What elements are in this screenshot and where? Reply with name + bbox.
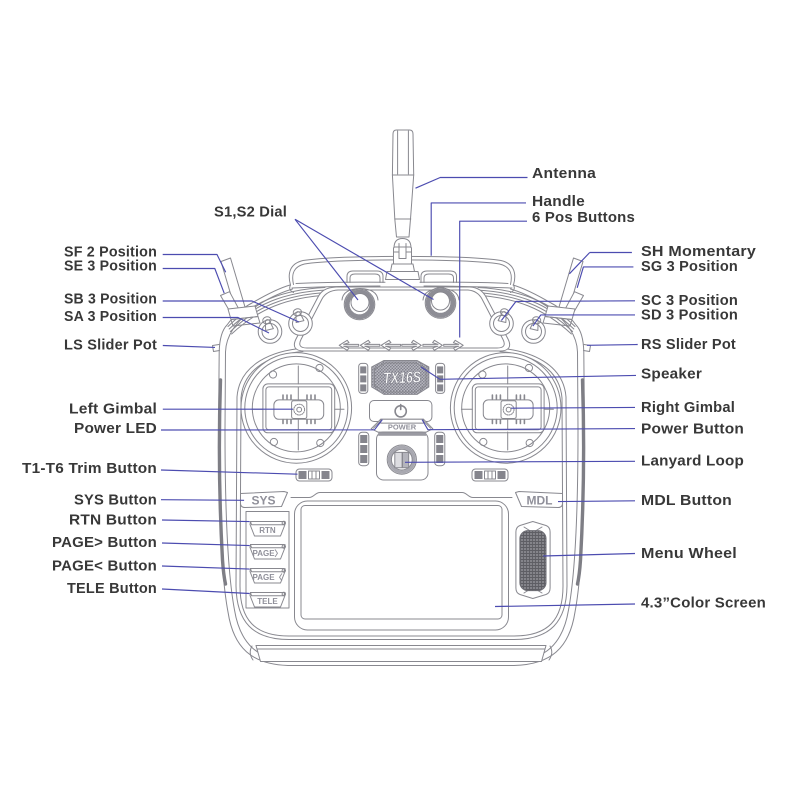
svg-text:Speaker: Speaker <box>641 367 702 383</box>
svg-text:Menu Wheel: Menu Wheel <box>641 546 737 562</box>
svg-text:LS Slider Pot: LS Slider Pot <box>64 338 157 354</box>
svg-text:MDL Button: MDL Button <box>641 493 732 509</box>
svg-text:SB 3 Position: SB 3 Position <box>64 292 157 308</box>
svg-text:POWER: POWER <box>388 423 417 432</box>
svg-text:RTN Button: RTN Button <box>69 513 157 529</box>
svg-text:PAGE〈: PAGE〈 <box>252 572 282 582</box>
svg-text:SYS Button: SYS Button <box>74 493 157 509</box>
svg-text:RTN: RTN <box>259 526 276 535</box>
svg-text:4.3”Color Screen: 4.3”Color Screen <box>641 596 766 612</box>
svg-text:SYS: SYS <box>251 494 275 508</box>
svg-text:Lanyard Loop: Lanyard Loop <box>641 454 744 470</box>
svg-text:Left Gimbal: Left Gimbal <box>69 402 157 418</box>
svg-text:SA 3 Position: SA 3 Position <box>64 309 157 325</box>
svg-text:Right Gimbal: Right Gimbal <box>641 400 735 416</box>
svg-text:TX16S: TX16S <box>383 369 422 387</box>
svg-text:Handle: Handle <box>532 194 585 210</box>
svg-text:SG 3 Position: SG 3 Position <box>641 259 738 275</box>
svg-text:6 Pos Buttons: 6 Pos Buttons <box>532 210 635 226</box>
svg-text:T1-T6 Trim Button: T1-T6 Trim Button <box>22 461 157 477</box>
svg-text:Power Button: Power Button <box>641 422 744 438</box>
svg-text:PAGE〉: PAGE〉 <box>252 548 282 558</box>
svg-text:S1,S2 Dial: S1,S2 Dial <box>214 205 287 221</box>
svg-text:TELE Button: TELE Button <box>67 581 157 597</box>
svg-text:MDL: MDL <box>527 494 553 508</box>
svg-text:TELE: TELE <box>257 597 278 606</box>
svg-text:SE 3 Position: SE 3 Position <box>64 259 157 275</box>
svg-text:SH Momentary: SH Momentary <box>641 244 756 260</box>
svg-text:SF 2 Position: SF 2 Position <box>64 245 157 261</box>
svg-text:Power LED: Power LED <box>74 421 157 437</box>
svg-text:PAGE< Button: PAGE< Button <box>52 559 157 575</box>
svg-text:SC 3 Position: SC 3 Position <box>641 293 738 309</box>
svg-text:PAGE> Button: PAGE> Button <box>52 535 157 551</box>
svg-text:Antenna: Antenna <box>532 166 597 182</box>
svg-text:RS Slider Pot: RS Slider Pot <box>641 337 736 353</box>
svg-text:SD 3 Position: SD 3 Position <box>641 308 738 324</box>
